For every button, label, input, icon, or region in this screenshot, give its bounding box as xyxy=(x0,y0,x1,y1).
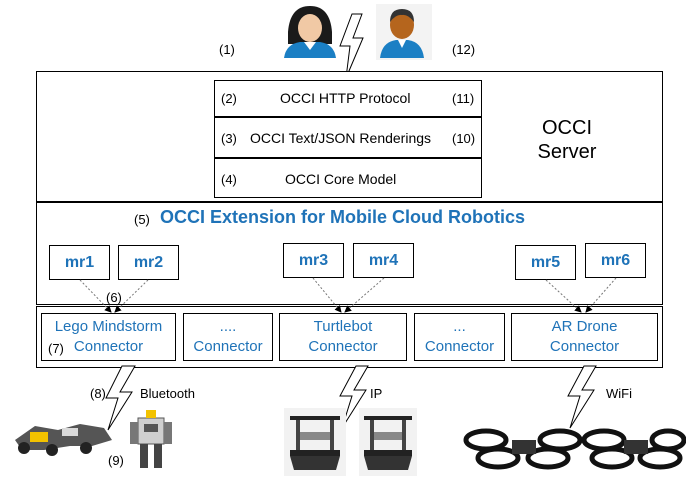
connector-ardrone: AR Drone Connector xyxy=(511,313,658,361)
occi-http-layer xyxy=(214,80,482,117)
ip-label: IP xyxy=(370,386,383,401)
arrow-mr3 xyxy=(312,277,342,313)
marker-3: (3) xyxy=(221,131,237,146)
arrow-mr5 xyxy=(545,279,582,313)
arrow-mr4 xyxy=(344,277,385,313)
wifi-lightning xyxy=(567,365,597,429)
resource-mr1: mr1 xyxy=(49,245,110,280)
connector-generic-1-line1: .... xyxy=(219,318,237,335)
occi-renderings-label: OCCI Text/JSON Renderings xyxy=(250,130,432,146)
ar-drone-icon xyxy=(463,428,686,470)
turtlebot-icon xyxy=(284,408,417,476)
occi-server-title: OCCI Server xyxy=(512,116,622,164)
marker-6: (6) xyxy=(106,290,122,305)
marker-4: (4) xyxy=(221,172,237,187)
connector-generic-2: ... Connector xyxy=(414,313,505,361)
connector-turtlebot-line1: Turtlebot xyxy=(313,318,373,335)
bluetooth-label: Bluetooth xyxy=(140,386,195,401)
occi-http-label: OCCI HTTP Protocol xyxy=(280,90,411,106)
arrow-mr2 xyxy=(114,279,149,313)
connector-lego: Lego Mindstorm Connector xyxy=(41,313,176,361)
resource-mr3: mr3 xyxy=(283,243,344,278)
resource-mr6: mr6 xyxy=(585,243,646,278)
marker-7: (7) xyxy=(48,341,64,356)
occi-renderings-layer xyxy=(214,117,482,158)
connector-generic-1: .... Connector xyxy=(183,313,273,361)
server-title-line1: OCCI xyxy=(542,117,592,139)
arrow-mr1 xyxy=(79,279,112,313)
user-link-lightning xyxy=(339,13,364,79)
arrow-mr6 xyxy=(585,277,617,313)
marker-1: (1) xyxy=(219,42,235,57)
connector-generic-2-line1: ... xyxy=(453,318,466,335)
occi-extension-title: OCCI Extension for Mobile Cloud Robotics xyxy=(160,207,526,227)
connector-generic-2-line2: Connector xyxy=(424,338,495,355)
marker-8: (8) xyxy=(90,386,106,401)
marker-11: (11) xyxy=(452,91,475,106)
marker-2: (2) xyxy=(221,91,237,106)
connector-lego-line2: Connector xyxy=(73,338,144,355)
connector-ardrone-line1: AR Drone xyxy=(551,318,618,335)
server-title-line2: Server xyxy=(537,141,597,163)
resource-mr5: mr5 xyxy=(515,245,576,280)
marker-9: (9) xyxy=(108,453,124,468)
lego-robot-icon xyxy=(15,410,172,468)
resource-mr4: mr4 xyxy=(353,243,414,278)
marker-5: (5) xyxy=(134,212,150,227)
marker-12: (12) xyxy=(452,42,476,57)
resource-connector-arrows xyxy=(79,277,617,313)
connector-lego-line1: Lego Mindstorm xyxy=(54,318,163,335)
occi-core-label: OCCI Core Model xyxy=(285,171,397,187)
female-user-icon xyxy=(284,6,336,58)
marker-10: (10) xyxy=(452,131,476,146)
occi-core-layer xyxy=(214,158,482,198)
connector-turtlebot-line2: Connector xyxy=(308,338,378,355)
connector-ardrone-line2: Connector xyxy=(549,338,620,355)
ip-lightning xyxy=(339,365,369,429)
connector-generic-1-line2: Connector xyxy=(193,338,263,355)
wifi-label: WiFi xyxy=(606,386,632,401)
bluetooth-lightning xyxy=(105,365,136,431)
male-user-icon xyxy=(376,4,432,60)
resource-mr2: mr2 xyxy=(118,245,179,280)
connector-turtlebot: Turtlebot Connector xyxy=(279,313,407,361)
